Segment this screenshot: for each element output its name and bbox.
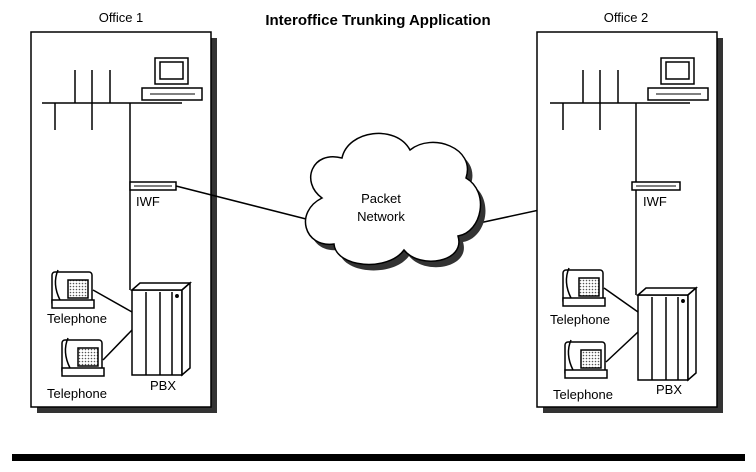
pbx-icon	[636, 286, 698, 382]
telephone-icon	[562, 267, 606, 307]
iwf-device-icon	[129, 181, 177, 191]
telephone-2-line	[102, 329, 133, 361]
office-2-label: Office 2	[604, 10, 649, 25]
lan-bus-icon	[550, 70, 690, 130]
telephone-4-line	[605, 331, 639, 363]
office-2-iwf-label: IWF	[643, 194, 667, 209]
office-1-telephone-2-label: Telephone	[47, 386, 107, 401]
network-label-line2: Network	[357, 209, 405, 224]
packet-network-cloud: Packet Network	[175, 132, 633, 271]
diagram-title: Interoffice Trunking Application	[265, 12, 490, 29]
office-1-network-link	[175, 185, 311, 221]
office-2-pbx-label: PBX	[656, 382, 682, 397]
cloud-icon	[304, 132, 486, 271]
iwf-device-icon	[631, 181, 681, 191]
telephone-icon	[61, 337, 105, 377]
telephone-3-line	[603, 287, 639, 313]
office-1-iwf-label: IWF	[136, 194, 160, 209]
telephone-icon	[51, 269, 95, 309]
lan-bus-icon	[42, 70, 182, 130]
computer-icon	[647, 57, 709, 101]
office-1-telephone-1-label: Telephone	[47, 311, 107, 326]
office-2-telephone-1-label: Telephone	[550, 312, 610, 327]
computer-icon	[141, 57, 203, 101]
telephone-icon	[564, 339, 608, 379]
telephone-1-line	[92, 289, 133, 313]
office-2-telephone-2-label: Telephone	[553, 387, 613, 402]
pbx-icon	[130, 281, 192, 377]
network-label-line1: Packet	[361, 191, 401, 206]
bottom-rule	[12, 454, 745, 461]
office-1-pbx-label: PBX	[150, 378, 176, 393]
office-2: Office 2 IWF	[536, 10, 723, 413]
office-1-label: Office 1	[99, 10, 144, 25]
office-1: Office 1 IWF	[30, 10, 217, 413]
